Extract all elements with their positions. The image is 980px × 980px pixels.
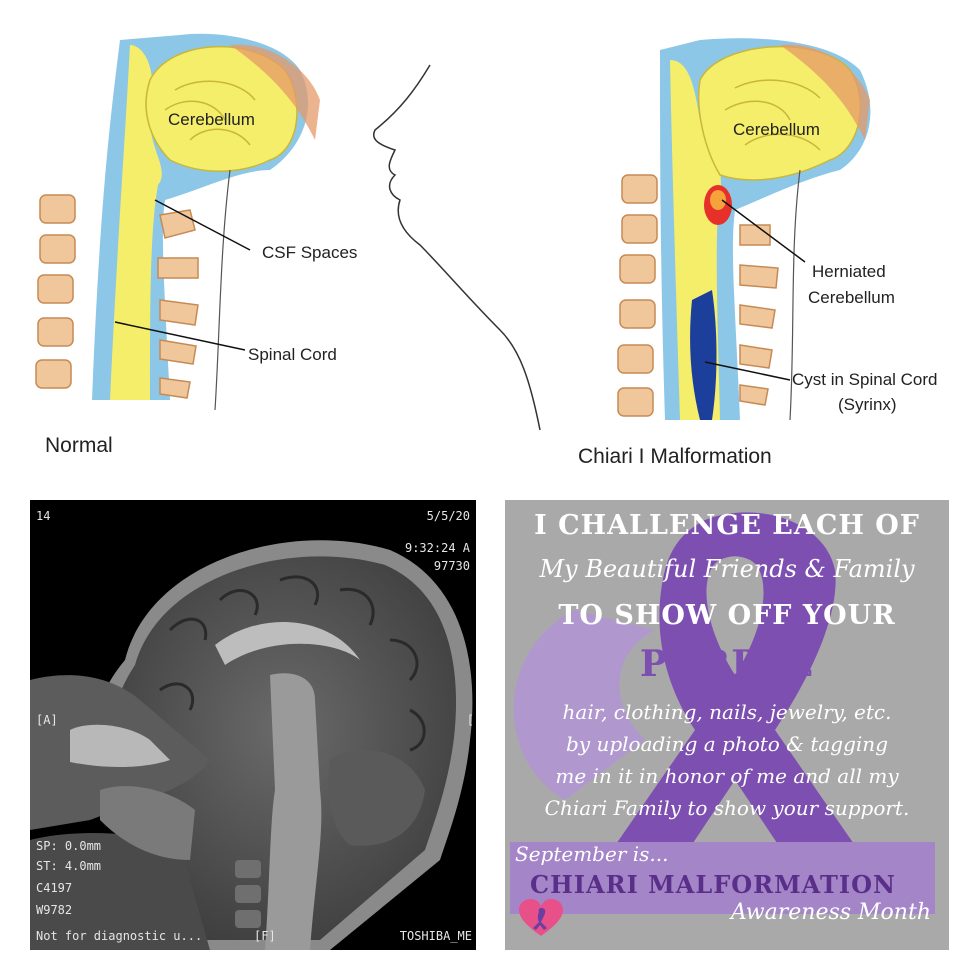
chiari-anatomy: Cerebellum Herniated Cerebellum Cyst in …	[578, 38, 938, 468]
mri-sp: SP: 0.0mm	[36, 839, 102, 853]
normal-caption: Normal	[45, 434, 113, 457]
csf-spaces-label: CSF Spaces	[262, 243, 357, 262]
mri-anterior-marker: [A]	[36, 713, 58, 727]
poster-line-uploading: by uploading a photo & tagging	[566, 732, 888, 756]
poster-line-challenge: I CHALLENGE EACH OF	[534, 510, 920, 541]
mri-c: C4197	[36, 881, 73, 895]
chiari-diagram: Cerebellum CSF Spaces Spinal Cord Normal	[0, 0, 980, 480]
mri-posterior-marker: [	[466, 713, 474, 727]
cyst-label-line2: (Syrinx)	[838, 395, 897, 414]
mri-slice-number: 14	[36, 509, 51, 523]
mri-scanner-brand: TOSHIBA_ME	[399, 929, 472, 943]
mri-date: 5/5/20	[426, 509, 470, 523]
cerebellum-label-chiari: Cerebellum	[733, 120, 820, 139]
poster-line-purple: PURPLE	[639, 643, 815, 685]
heart-icon	[519, 899, 563, 936]
face-profile-outline	[373, 64, 541, 431]
mri-id: 97730	[433, 559, 470, 573]
mri-time: 9:32:24 A	[404, 541, 470, 555]
poster-line-september: September is...	[515, 842, 669, 866]
cyst-label-line1: Cyst in Spinal Cord	[792, 370, 938, 389]
mri-image	[30, 540, 473, 950]
poster-line-friends: My Beautiful Friends & Family	[539, 555, 915, 583]
poster-line-honor: me in it in honor of me and all my	[555, 764, 899, 788]
mri-disclaimer: Not for diagnostic u...	[36, 929, 203, 943]
mri-st: ST: 4.0mm	[36, 859, 102, 873]
poster-line-chiari: CHIARI MALFORMATION	[530, 870, 896, 899]
herniated-label-line2: Cerebellum	[808, 288, 895, 307]
mri-foot-marker: [F]	[254, 929, 276, 943]
mri-scan: 14 5/5/20 9:32:24 A 97730 [A] [ SP: 0.0m…	[30, 500, 476, 950]
poster-line-awareness: Awareness Month	[730, 900, 931, 925]
poster-line-items: hair, clothing, nails, jewelry, etc.	[562, 700, 892, 724]
poster-line-show-off: TO SHOW OFF YOUR	[558, 600, 896, 631]
spinal-cord-label: Spinal Cord	[248, 345, 337, 364]
mri-w: W9782	[36, 903, 73, 917]
chiari-caption: Chiari I Malformation	[578, 445, 772, 468]
awareness-poster: I CHALLENGE EACH OF My Beautiful Friends…	[505, 500, 949, 950]
poster-line-support: Chiari Family to show your support.	[544, 796, 910, 820]
purple-ribbon-icon	[513, 512, 865, 900]
anatomy-illustration: Cerebellum CSF Spaces Spinal Cord Normal	[35, 33, 938, 468]
normal-anatomy: Cerebellum CSF Spaces Spinal Cord Normal	[35, 33, 357, 457]
awareness-band	[510, 842, 935, 914]
herniated-label-line1: Herniated	[812, 262, 886, 281]
cerebellum-label-normal: Cerebellum	[168, 110, 255, 129]
